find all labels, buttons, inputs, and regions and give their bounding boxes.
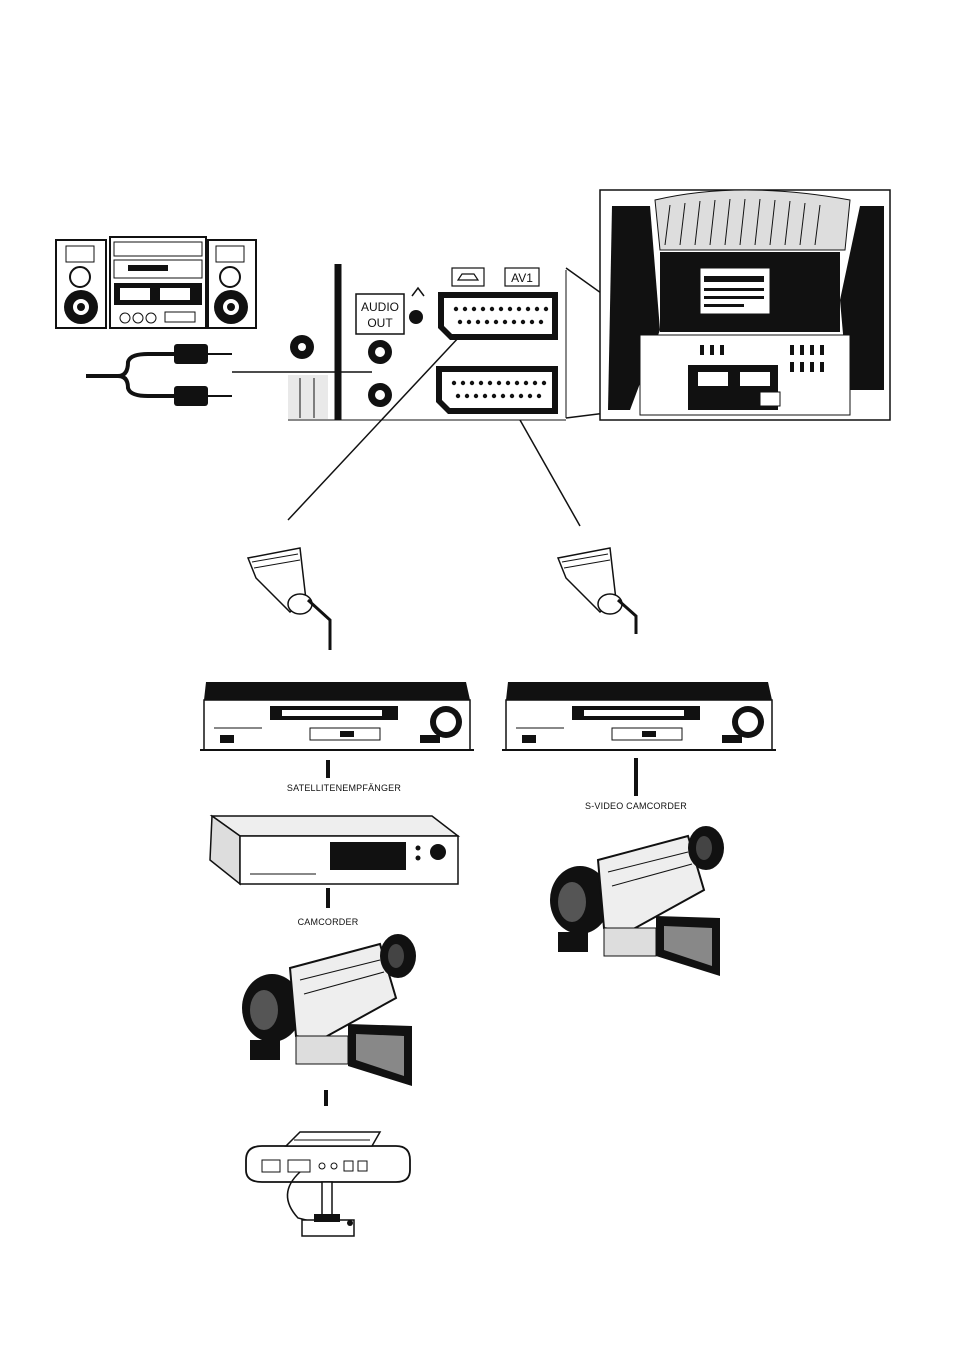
av1-label: AV1 <box>511 271 533 285</box>
av2-symbol-box <box>452 268 484 286</box>
vcr-icon-2 <box>502 682 776 750</box>
scart-plug-icon-2 <box>558 548 636 634</box>
tv-connector-panel: AUDIO OUT AV1 <box>288 264 566 420</box>
scart-plug-icon <box>248 548 330 650</box>
rca-cable-icon <box>86 344 232 406</box>
game-console-icon <box>246 1132 410 1236</box>
satellite-receiver-label: SATELLITENEMPFÄNGER <box>287 783 401 793</box>
satellite-receiver-icon <box>210 816 458 884</box>
camcorder-icon-2 <box>550 826 724 976</box>
audio-out-label: AUDIO <box>361 300 399 314</box>
audio-out-sublabel: OUT <box>367 316 393 330</box>
svideo-camcorder-label: S-VIDEO CAMCORDER <box>585 801 687 811</box>
camcorder-label: CAMCORDER <box>298 917 359 927</box>
stereo-system-icon <box>56 237 256 328</box>
camcorder-icon <box>242 934 416 1086</box>
vcr-icon <box>200 682 474 750</box>
tv-rear-icon <box>600 190 890 420</box>
